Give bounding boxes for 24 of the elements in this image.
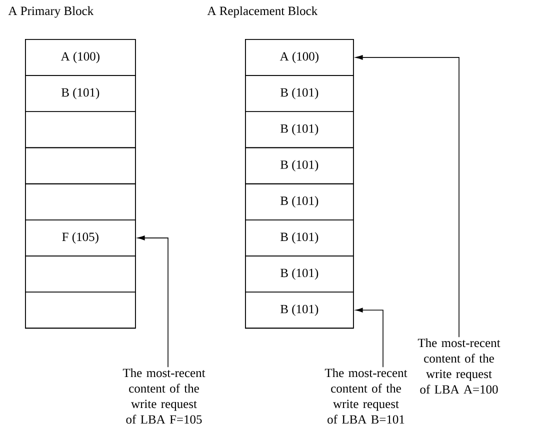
block-heading: A Replacement Block [207, 6, 318, 18]
empty-cell [25, 147, 136, 184]
empty-cell [25, 256, 136, 292]
memory-cell: A (100) [25, 39, 136, 76]
memory-cell: B (101) [245, 111, 354, 148]
arrow [356, 55, 460, 338]
memory-cell: B (101) [245, 292, 354, 329]
arrow [138, 236, 168, 368]
note-text: The most-recent content of the write request of LBA F=105 [122, 368, 206, 424]
memory-cell: B (101) [245, 75, 354, 112]
note-text: The most-recent content of the write request of LBA A=100 [418, 338, 500, 394]
note-text: The most-recent content of the write request of LBA B=101 [324, 368, 408, 424]
memory-cell: B (101) [245, 256, 354, 292]
arrow [356, 308, 384, 368]
empty-cell [25, 292, 136, 329]
memory-cell: A (100) [245, 39, 354, 76]
memory-cell: B (101) [245, 147, 354, 184]
block-heading: A Primary Block [8, 6, 94, 18]
memory-cell: B (101) [245, 183, 354, 220]
memory-cell: B (101) [245, 220, 354, 256]
memory-cell: B (101) [25, 75, 136, 112]
empty-cell [25, 111, 136, 148]
memory-cell: F (105) [25, 220, 136, 256]
empty-cell [25, 183, 136, 220]
